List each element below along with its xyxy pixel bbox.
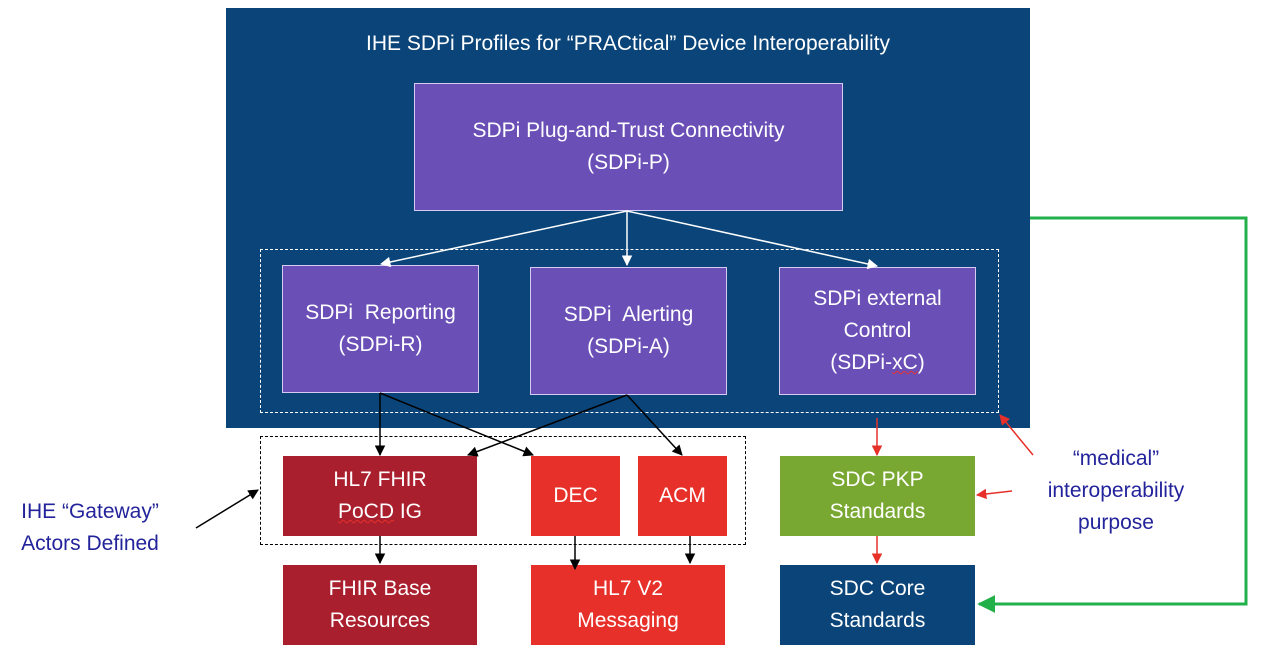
sdpi-profile-group <box>260 249 999 413</box>
dec-box[interactable]: DEC <box>531 456 620 536</box>
sdc-core-line1: SDC Core <box>829 577 926 600</box>
fhir-base-line1: FHIR Base <box>328 577 432 600</box>
sdpi-xc-line3-wavy: xC <box>892 351 918 374</box>
sdpi-a-line2: (SDPi-A) <box>587 335 670 358</box>
gateway-note-line2: Actors Defined <box>21 532 159 555</box>
gateway-actors-note: IHE “Gateway” Actors Defined <box>2 496 178 560</box>
gateway-note-line1: IHE “Gateway” <box>21 500 159 523</box>
arrow-panel-to-core <box>977 216 1248 613</box>
sdpi-xc-line3-suffix: ) <box>917 351 925 374</box>
arrow-a-to-acm <box>626 394 683 456</box>
sdpi-a-line1: SDPi Alerting <box>563 303 694 326</box>
medical-note-line1: “medical” <box>1072 447 1160 470</box>
medical-purpose-note: “medical” interoperability purpose <box>1030 443 1202 539</box>
arrow-gateway-note <box>195 489 259 529</box>
panel-title: IHE SDPi Profiles for “PRACtical” Device… <box>366 32 890 55</box>
sdpi-p-line2: (SDPi-P) <box>587 151 670 174</box>
sdpi-xc-line2: Control <box>843 319 912 342</box>
arrow-medical-to-group <box>999 414 1034 456</box>
hl7-v2-messaging-box[interactable]: HL7 V2 Messaging <box>531 565 725 645</box>
hl7-fhir-line2: PoCD IG <box>338 496 422 528</box>
arrow-a-to-fhir <box>467 394 628 457</box>
hl7-v2-line1: HL7 V2 <box>592 577 664 600</box>
hl7-fhir-line1: HL7 FHIR <box>333 468 427 491</box>
sdc-pkp-line2: Standards <box>829 500 926 523</box>
sdc-core-line2: Standards <box>829 609 926 632</box>
sdpi-xc-line3-prefix: (SDPi- <box>830 351 893 374</box>
dec-label: DEC <box>553 484 598 507</box>
hl7-fhir-pocd-box[interactable]: HL7 FHIR PoCD IG <box>283 456 477 536</box>
hl7-fhir-line2-suffix: IG <box>394 500 423 523</box>
sdc-pkp-line1: SDC PKP <box>831 468 924 491</box>
fhir-base-line2: Resources <box>329 609 431 632</box>
sdpi-xc-box[interactable]: SDPi external Control (SDPi-xC) <box>779 267 976 395</box>
sdpi-xc-line1: SDPi external <box>813 287 942 310</box>
arrow-p-to-r <box>379 210 628 268</box>
fhir-base-resources-box[interactable]: FHIR Base Resources <box>283 565 477 645</box>
sdc-pkp-standards-box[interactable]: SDC PKP Standards <box>780 456 975 536</box>
arrow-p-to-xc <box>626 210 879 270</box>
arrow-r-to-dec <box>379 392 534 457</box>
sdpi-a-box[interactable]: SDPi Alerting (SDPi-A) <box>530 267 727 395</box>
sdc-core-standards-box[interactable]: SDC Core Standards <box>780 565 975 645</box>
acm-box[interactable]: ACM <box>638 456 727 536</box>
arrow-medical-to-pkp <box>975 488 1013 500</box>
gateway-actors-group <box>260 436 746 545</box>
hl7-fhir-line2-wavy: PoCD <box>337 500 394 523</box>
sdpi-r-line1: SDPi Reporting <box>305 301 456 324</box>
sdpi-xc-line3: (SDPi-xC) <box>830 347 925 379</box>
acm-label: ACM <box>659 484 706 507</box>
sdpi-p-line1: SDPi Plug-and-Trust Connectivity <box>472 119 785 142</box>
sdpi-p-box[interactable]: SDPi Plug-and-Trust Connectivity (SDPi-P… <box>414 83 843 211</box>
sdpi-r-line2: (SDPi-R) <box>338 333 423 356</box>
medical-note-line2: interoperability <box>1047 479 1185 502</box>
hl7-v2-line2: Messaging <box>577 609 679 632</box>
medical-note-line3: purpose <box>1078 511 1154 534</box>
